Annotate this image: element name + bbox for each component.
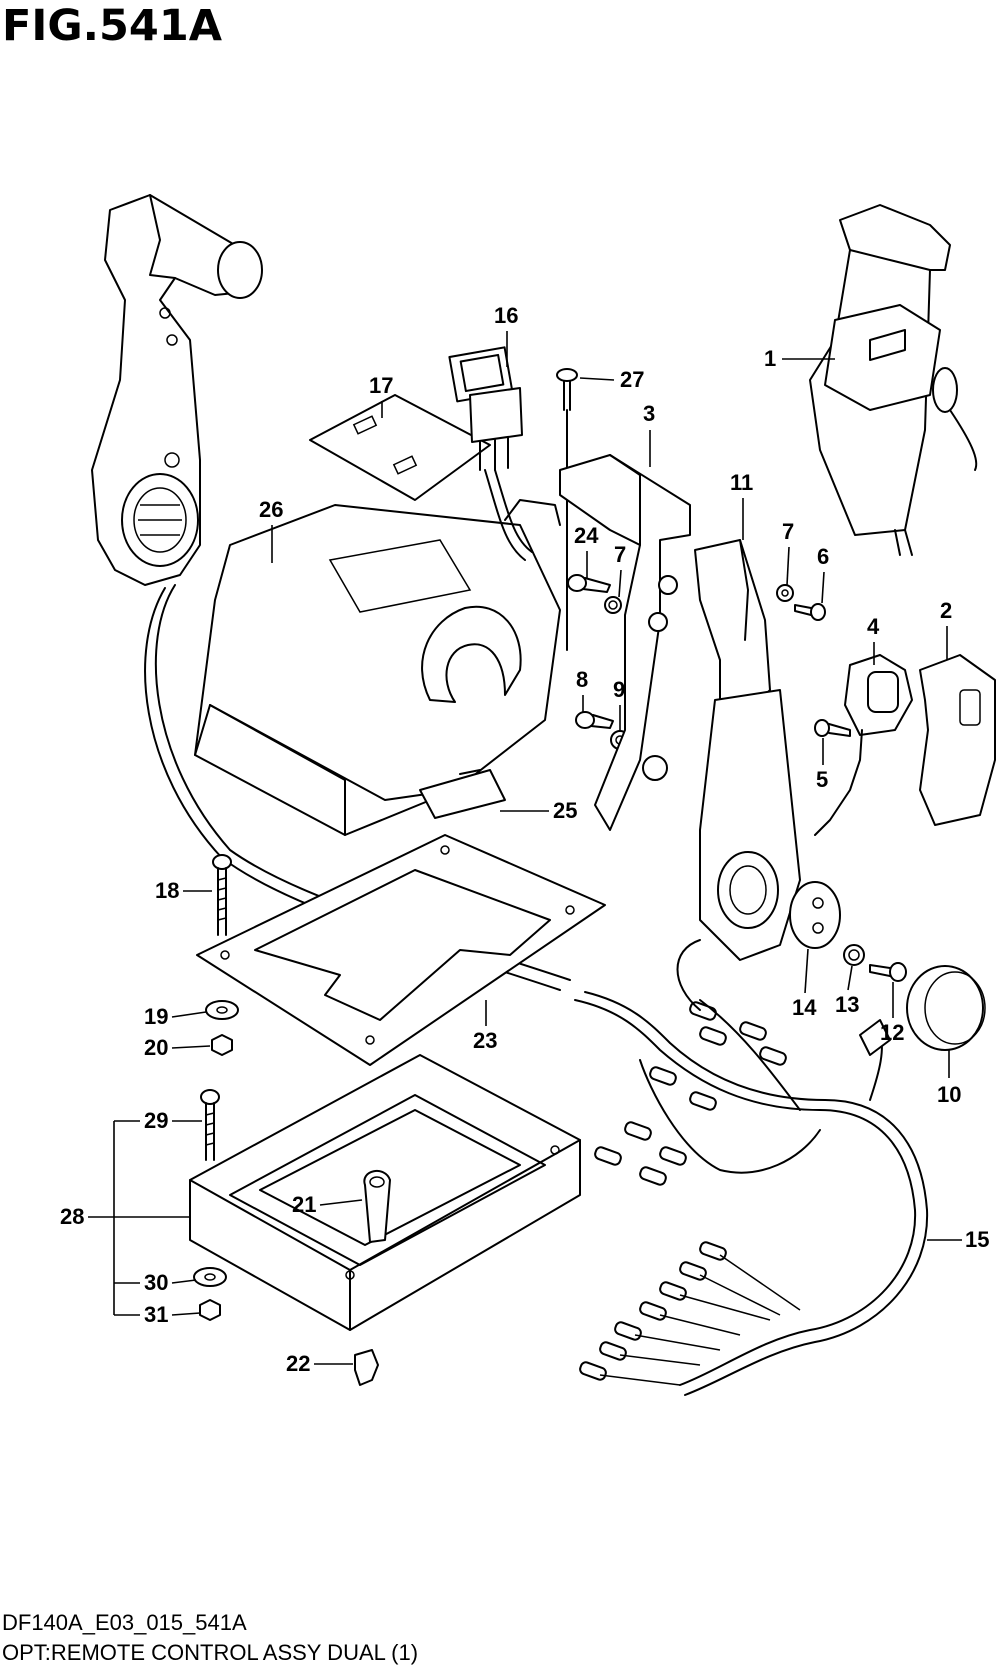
callout-12: 12 bbox=[880, 1020, 904, 1045]
callout-7-left: 7 bbox=[614, 542, 626, 567]
mounting-screw-drawing bbox=[205, 854, 239, 1056]
callout-23: 23 bbox=[473, 1028, 497, 1053]
callout-22: 22 bbox=[286, 1351, 310, 1376]
callout-16: 16 bbox=[494, 303, 518, 328]
switch-and-screw-drawing bbox=[814, 654, 913, 836]
callout-30: 30 bbox=[144, 1270, 168, 1295]
callout-10: 10 bbox=[937, 1082, 961, 1107]
figure-title: FIG.541A bbox=[2, 1, 223, 51]
callout-6: 6 bbox=[817, 544, 829, 569]
figure-description: OPT:REMOTE CONTROL ASSY DUAL (1) bbox=[2, 1640, 419, 1665]
right-fasteners-drawing bbox=[776, 584, 826, 621]
callout-27: 27 bbox=[620, 367, 644, 392]
callout-3: 3 bbox=[643, 401, 655, 426]
handle-drawing bbox=[559, 454, 691, 831]
figure-code: DF140A_E03_015_541A bbox=[2, 1610, 247, 1635]
remote-control-box-drawing bbox=[809, 204, 978, 556]
lever-arm-drawing bbox=[676, 539, 801, 1011]
callout-15: 15 bbox=[965, 1227, 989, 1252]
callout-20: 20 bbox=[144, 1035, 168, 1060]
callout-31: 31 bbox=[144, 1302, 168, 1327]
wire-harness-drawing bbox=[574, 991, 929, 1396]
side-cover-drawing bbox=[919, 654, 996, 826]
callout-29: 29 bbox=[144, 1108, 168, 1133]
left-throttle-lever-drawing bbox=[91, 194, 571, 991]
callout-8: 8 bbox=[576, 667, 588, 692]
callout-26: 26 bbox=[259, 497, 283, 522]
callout-24: 24 bbox=[574, 523, 599, 548]
callout-25: 25 bbox=[553, 798, 577, 823]
callout-11: 11 bbox=[730, 470, 753, 495]
mounting-plate-drawing bbox=[196, 834, 606, 1066]
cap-and-plate-drawing bbox=[789, 881, 986, 1051]
callout-9: 9 bbox=[613, 677, 625, 702]
callout-4: 4 bbox=[867, 614, 880, 639]
callout-19: 19 bbox=[144, 1004, 168, 1029]
bracket-and-switch-drawing bbox=[309, 346, 533, 561]
callout-14: 14 bbox=[792, 995, 817, 1020]
callout-7-right: 7 bbox=[782, 519, 794, 544]
callout-2: 2 bbox=[940, 598, 952, 623]
callout-1: 1 bbox=[764, 346, 776, 371]
callout-17: 17 bbox=[369, 373, 393, 398]
base-housing-drawing bbox=[189, 1054, 581, 1331]
callout-28: 28 bbox=[60, 1204, 84, 1229]
base-fasteners-drawing bbox=[193, 1089, 379, 1386]
cover-drawing bbox=[194, 499, 561, 836]
callout-18: 18 bbox=[155, 878, 179, 903]
callout-group: 1 2 3 4 5 6 7 7 8 9 10 11 12 13 14 15 16 bbox=[60, 303, 989, 1376]
callout-21: 21 bbox=[292, 1192, 316, 1217]
callout-13: 13 bbox=[835, 992, 859, 1017]
callout-5: 5 bbox=[816, 767, 828, 792]
